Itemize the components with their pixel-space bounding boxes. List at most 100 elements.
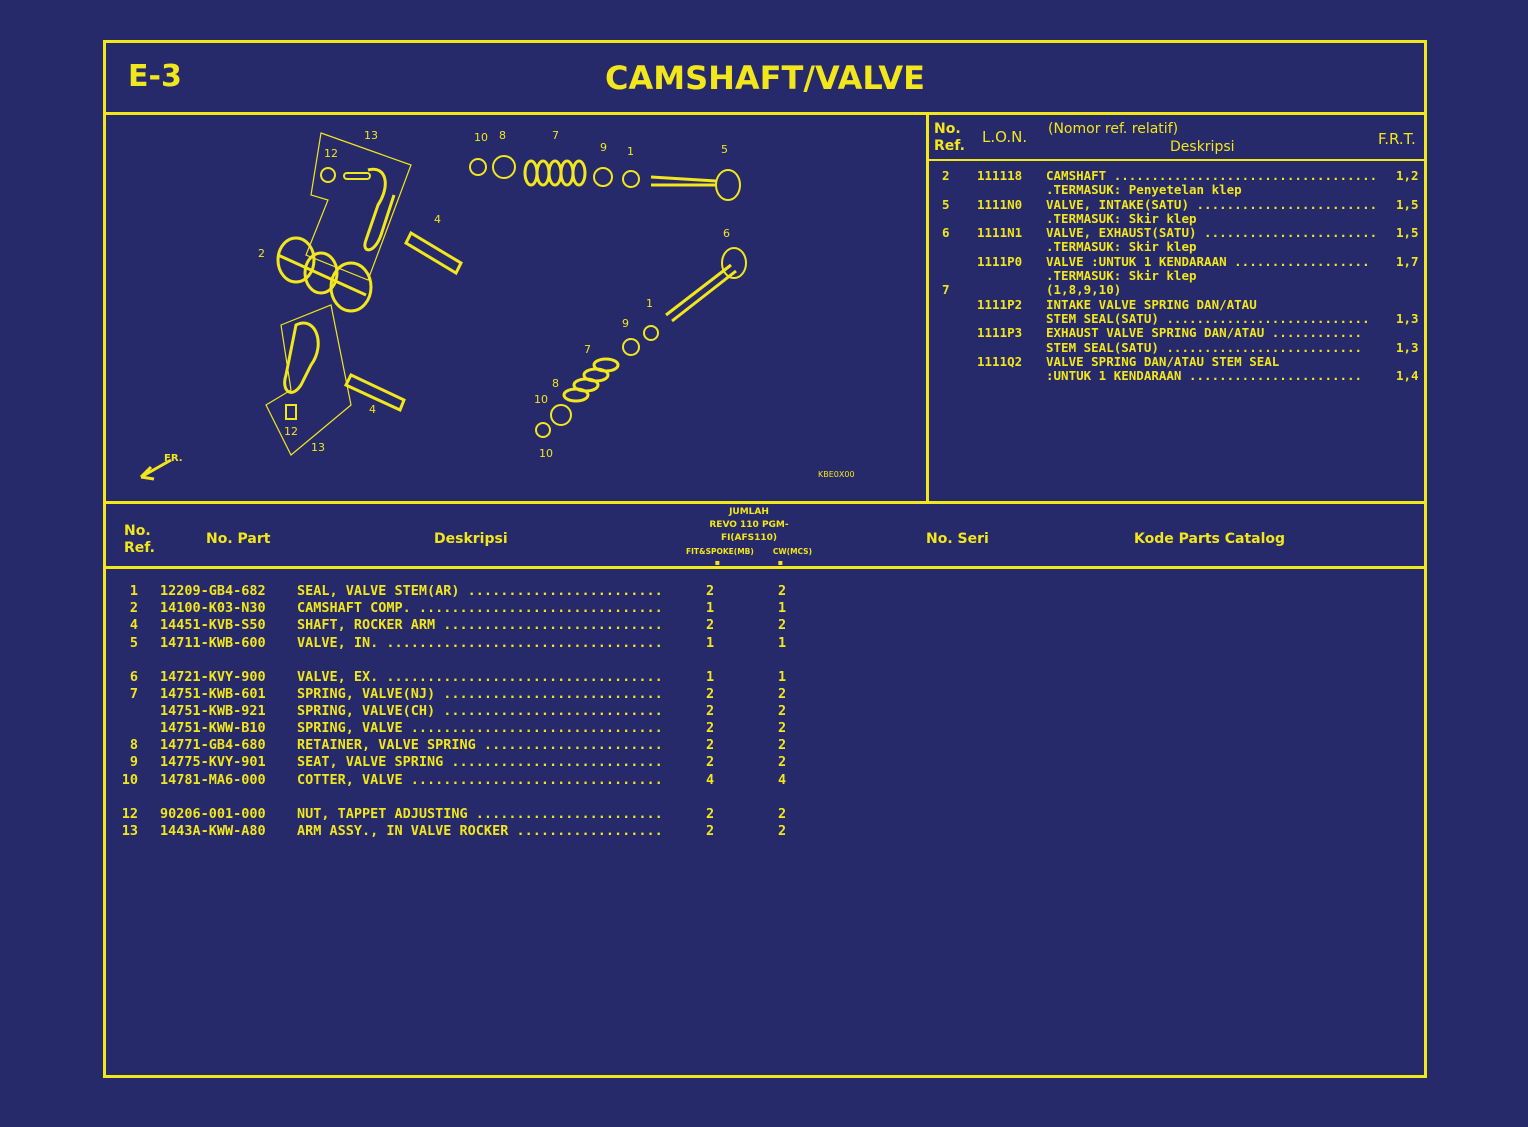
qty-col1-cell: 1 (706, 600, 715, 617)
table-row: 4 14451-KVB-S50 SHAFT, ROCKER ARM ........… (106, 617, 866, 634)
ref-table-row: STEM SEAL(SATU) ........................… (934, 340, 1419, 355)
ref-desc-cell: .TERMASUK: Skir klep (1046, 211, 1197, 226)
rocker-arm-upper-icon (363, 167, 396, 252)
ref-table-row: STEM SEAL(SATU) ........................… (934, 311, 1419, 326)
description-cell: SHAFT, ROCKER ARM ......................… (297, 617, 663, 634)
ref-col-frt: F.R.T. (1378, 130, 1416, 148)
frt-cell: 1,4 (1396, 368, 1419, 384)
front-arrow-icon (139, 458, 172, 481)
parts-col-jumlah: JUMLAH REVO 110 PGM-FI(AFS110) FIT&SPOKE… (686, 507, 812, 567)
part-number-cell: 12209-GB4-682 (160, 583, 266, 599)
ref-desc-cell: VALVE :UNTUK 1 KENDARAAN ...............… (1046, 254, 1370, 269)
ref-desc-cell: VALVE SPRING DAN/ATAU STEM SEAL (1046, 354, 1280, 369)
description-cell: ARM ASSY., IN VALVE ROCKER .............… (297, 822, 663, 839)
callout-label: 7 (584, 343, 591, 356)
frt-cell: 1,2 (1396, 168, 1419, 183)
rocker-arm-lower-icon (283, 321, 320, 394)
parts-col-kode: Kode Parts Catalog (1134, 531, 1286, 547)
exhaust-valve-head-icon (721, 247, 747, 279)
part-number-cell: 14451-KVB-S50 (160, 617, 266, 634)
description-cell: SEAL, VALVE STEM(AR) ...................… (297, 583, 663, 599)
qty-col1-cell: 2 (706, 754, 715, 771)
qty-col2-cell: 2 (778, 754, 787, 771)
parts-col-nopart: No. Part (206, 531, 271, 547)
callout-label: 12 (284, 425, 298, 438)
callout-label: 7 (552, 129, 559, 142)
callout-label: 13 (311, 441, 325, 454)
retainer-lower-icon (550, 404, 572, 426)
qty-col1-cell: 2 (706, 583, 715, 599)
row-spacer (106, 789, 866, 806)
qty-col2-cell: 2 (778, 685, 787, 702)
page-title: CAMSHAFT/VALVE (604, 59, 926, 97)
ref-desc-cell: .TERMASUK: Skir klep (1046, 240, 1197, 255)
ref-table-row: 1111P0 VALVE :UNTUK 1 KENDARAAN .........… (934, 253, 1419, 269)
lon-cell: 111118 (977, 168, 1023, 183)
ref-col-lon: L.O.N. (982, 128, 1028, 146)
ref-cell: 1 (129, 583, 138, 599)
callout-label: 10 (539, 447, 553, 460)
qty-col2-cell: 1 (778, 600, 787, 617)
ref-table-row: :UNTUK 1 KENDARAAN .....................… (934, 368, 1419, 383)
qty-col1-cell: 2 (706, 702, 715, 719)
qty-col2-cell: 4 (778, 771, 787, 788)
callout-label: 12 (324, 147, 338, 160)
tappet-nut-icon (320, 167, 336, 183)
catalog-page-frame: E-3 CAMSHAFT/VALVE No. Ref. L.O.N. (Nomo… (103, 40, 1427, 1078)
ref-cell: 8 (129, 737, 138, 754)
qty-col2-cell: 2 (778, 702, 787, 719)
part-number-cell: 90206-001-000 (160, 805, 266, 822)
qty-col2-cell: 2 (778, 583, 787, 599)
description-cell: NUT, TAPPET ADJUSTING ..................… (297, 805, 663, 822)
rocker-shaft-lower-icon (343, 373, 406, 413)
ref-desc-cell: (1,8,9,10) (1046, 283, 1122, 298)
part-number-cell: 14781-MA6-000 (160, 771, 266, 788)
qty-col1-cell: 2 (706, 805, 715, 822)
description-cell: SEAT, VALVE SPRING .....................… (297, 754, 663, 771)
qty-col2-header: CW(MCS) (772, 547, 812, 556)
description-cell: RETAINER, VALVE SPRING .................… (297, 737, 663, 754)
lon-cell: 1111Q2 (977, 353, 1023, 369)
spring-seat-upper-icon (593, 167, 613, 187)
ref-desc-cell: INTAKE VALVE SPRING DAN/ATAU (1046, 297, 1257, 312)
callout-label: 2 (258, 247, 265, 260)
qty-col2-cell: 2 (778, 737, 787, 754)
lower-rocker-group-outline (265, 304, 352, 456)
qty-col1-cell: 2 (706, 685, 715, 702)
retainer-upper-icon (492, 155, 516, 179)
part-number-cell: 14775-KVY-901 (160, 754, 266, 771)
frt-cell: 1,3 (1396, 339, 1419, 355)
part-number-cell: 14751-KWW-B10 (160, 720, 266, 737)
qty-col1-cell: 1 (706, 668, 715, 685)
callout-label: 5 (721, 143, 728, 156)
callout-label: 13 (364, 129, 378, 142)
callout-label: 10 (534, 393, 548, 406)
table-row: 1 12209-GB4-682 SEAL, VALVE STEM(AR) .....… (106, 583, 866, 600)
spring-seat-lower-icon (622, 338, 640, 356)
lon-cell: 1111P3 (977, 325, 1023, 341)
qty-col2-cell: 2 (778, 720, 787, 737)
qty-col1-cell: 4 (706, 771, 715, 788)
qty-col2-cell: 2 (778, 805, 787, 822)
valve-spring-lower-icon (562, 357, 620, 403)
lon-cell: 1111P0 (977, 253, 1023, 269)
ref-cell: 4 (129, 617, 138, 634)
qty-col1-cell: 2 (706, 720, 715, 737)
qty-col2-cell: 2 (778, 617, 787, 634)
tappet-nut-lower-icon (285, 404, 297, 420)
part-number-cell: 14771-GB4-680 (160, 737, 266, 754)
diagram-bottom-divider (106, 501, 1424, 504)
rocker-shaft-upper-icon (404, 230, 463, 276)
part-number-cell: 14721-KVY-900 (160, 668, 266, 685)
part-number-cell: 1443A-KWW-A80 (160, 822, 266, 839)
part-number-cell: 14751-KWB-921 (160, 702, 266, 719)
ref-col-nomor: (Nomor ref. relatif) (1048, 121, 1179, 137)
ref-table-row: 7(1,8,9,10) (934, 283, 1414, 298)
